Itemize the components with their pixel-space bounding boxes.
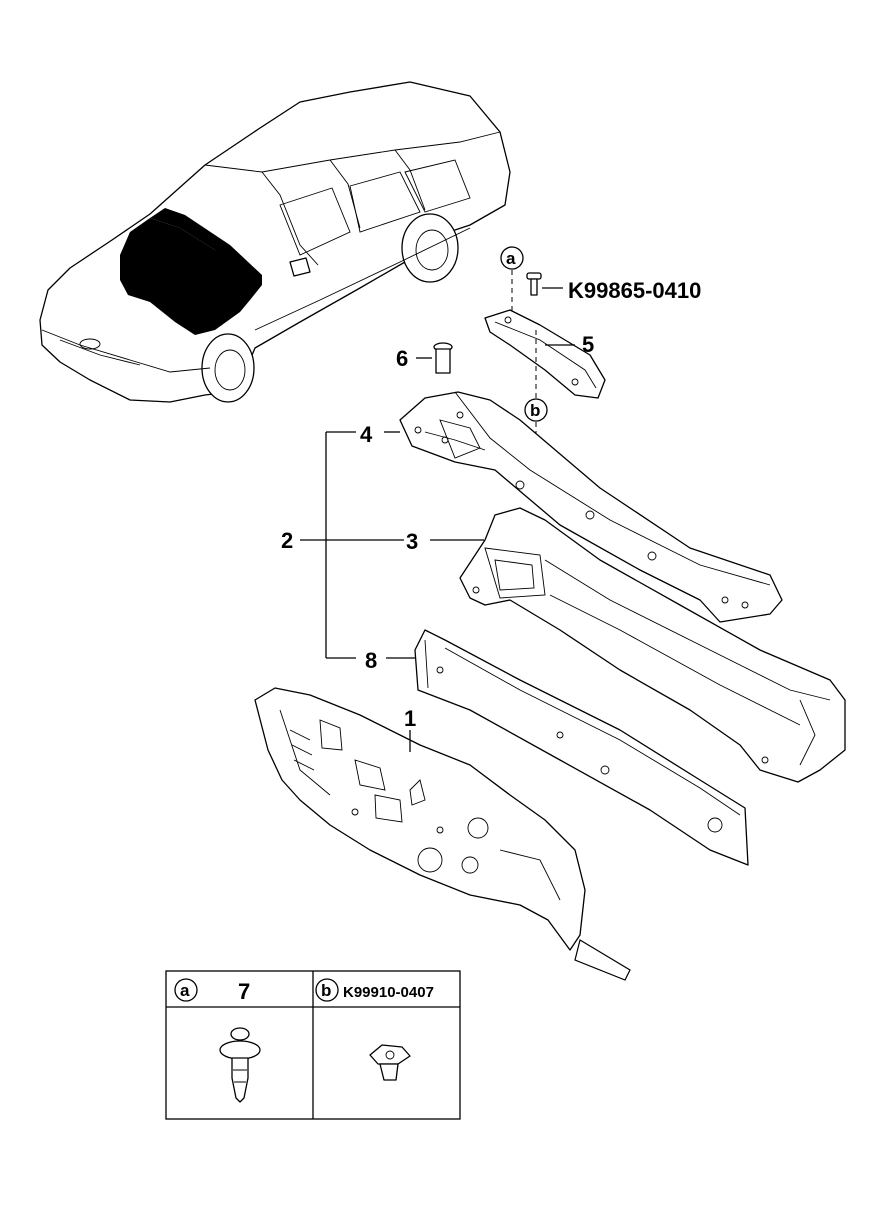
fastener-legend-table: a 7 b K99910-0407	[165, 970, 461, 1120]
clip-icon	[219, 1027, 261, 1103]
legend-a-letter: a	[180, 981, 190, 1000]
callout-a: a	[506, 249, 516, 268]
legend-b-letter: b	[321, 981, 331, 1000]
callout-3: 3	[406, 529, 418, 554]
pin-icon	[433, 342, 453, 374]
callout-6: 6	[396, 346, 408, 371]
callout-8: 8	[365, 648, 377, 673]
nut-clip-icon	[369, 1044, 411, 1081]
callout-4: 4	[360, 422, 373, 447]
callout-5: 5	[582, 332, 594, 357]
legend-a-part-number: 7	[238, 979, 250, 1004]
car-illustration-icon	[39, 81, 511, 403]
bolt-part-number: K99865-0410	[568, 278, 701, 303]
bracket-part-5	[484, 309, 606, 399]
legend-b-part-number: K99910-0407	[343, 984, 434, 1001]
callout-b: b	[530, 401, 540, 420]
callout-2: 2	[281, 528, 293, 553]
cowl-lower-panel-part-3	[459, 507, 846, 783]
cowl-upper-panel-part-4	[399, 391, 783, 623]
crossmember-part-8	[414, 629, 749, 866]
callout-1: 1	[404, 706, 416, 731]
dash-panel-part-1	[254, 687, 631, 981]
bolt-icon	[526, 272, 542, 296]
